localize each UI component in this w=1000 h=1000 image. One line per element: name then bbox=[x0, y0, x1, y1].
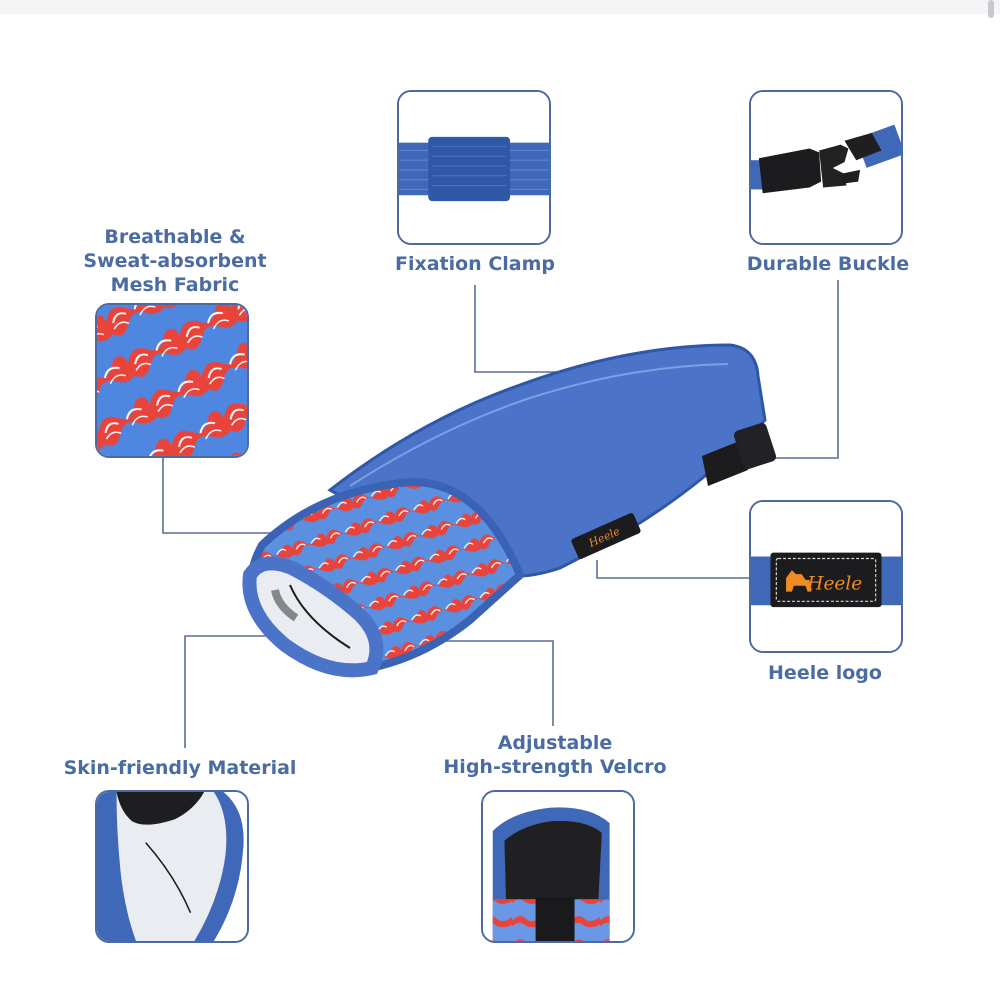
top-bar bbox=[0, 0, 1000, 14]
skin-material-detail-box bbox=[95, 790, 249, 943]
mesh-fabric-label: Breathable & Sweat-absorbent Mesh Fabric bbox=[83, 226, 267, 296]
velcro-image bbox=[483, 792, 633, 941]
fixation-clamp-detail-box bbox=[397, 90, 551, 245]
strap-buckle bbox=[702, 423, 777, 486]
heele-logo-detail-box: Heele bbox=[749, 500, 903, 653]
fixation-clamp-image bbox=[399, 92, 549, 243]
mesh-fabric-image bbox=[97, 305, 247, 456]
skin-material-image bbox=[97, 792, 247, 941]
heele-logo-label: Heele logo bbox=[768, 662, 882, 684]
muzzle-cup bbox=[242, 477, 525, 678]
skin-material-label: Skin-friendly Material bbox=[63, 757, 297, 779]
velcro-label: Adjustable High-strength Velcro bbox=[443, 732, 667, 778]
dog-silhouette-icon bbox=[786, 570, 812, 592]
velcro-line bbox=[440, 640, 554, 726]
durable-buckle-label: Durable Buckle bbox=[746, 253, 910, 275]
callout-lines bbox=[162, 280, 839, 748]
velcro-detail-box bbox=[481, 790, 635, 943]
skin-material-line bbox=[184, 635, 300, 748]
heele-logo-text: Heele bbox=[806, 574, 862, 595]
durable-buckle-image bbox=[751, 92, 901, 243]
mesh-fabric-detail-box bbox=[95, 303, 249, 458]
scroll-indicator[interactable] bbox=[988, 0, 994, 18]
fixation-clamp-label: Fixation Clamp bbox=[394, 253, 556, 275]
heele-logo-line bbox=[596, 560, 750, 579]
durable-buckle-line bbox=[760, 280, 839, 459]
durable-buckle-detail-box bbox=[749, 90, 903, 245]
heele-logo-image: Heele bbox=[751, 502, 901, 651]
